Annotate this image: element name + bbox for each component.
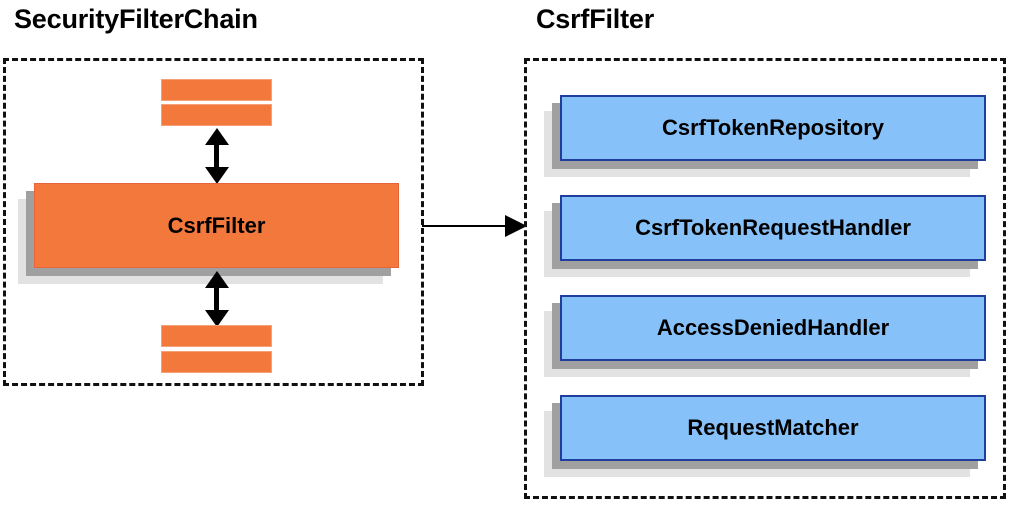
left-panel-title: SecurityFilterChain [14,4,258,34]
security-filter-chain-container [3,58,424,386]
csrf-filter-label: CsrfFilter [34,183,399,268]
csrf-filter-container [524,58,1006,499]
arrow-up-head-icon [205,128,229,145]
component-box-access-denied-handler[interactable]: AccessDeniedHandler [544,295,986,377]
component-label: RequestMatcher [560,395,986,461]
component-label: AccessDeniedHandler [560,295,986,361]
arrow-down-shaft [214,287,219,313]
filter-bar-bottom-2 [161,351,272,373]
arrow-down-head-icon [205,167,229,184]
component-box-csrf-token-request-handler[interactable]: CsrfTokenRequestHandler [544,195,986,277]
filter-bar-top-2 [161,104,272,126]
filter-bar-top-1 [161,79,272,101]
arrow-up-shaft [214,144,219,170]
right-panel-title: CsrfFilter [536,4,655,34]
filter-bar-bottom-1 [161,325,272,347]
component-label: CsrfTokenRequestHandler [560,195,986,261]
component-box-csrf-token-repository[interactable]: CsrfTokenRepository [544,95,986,177]
component-label: CsrfTokenRepository [560,95,986,161]
arrow-up-head-icon-2 [205,271,229,288]
arrow-down-head-icon-2 [205,310,229,327]
cross-arrow-shaft [422,225,507,227]
cross-arrow-head-icon [505,215,527,237]
csrf-filter-box[interactable]: CsrfFilter [18,183,399,284]
component-box-request-matcher[interactable]: RequestMatcher [544,395,986,477]
